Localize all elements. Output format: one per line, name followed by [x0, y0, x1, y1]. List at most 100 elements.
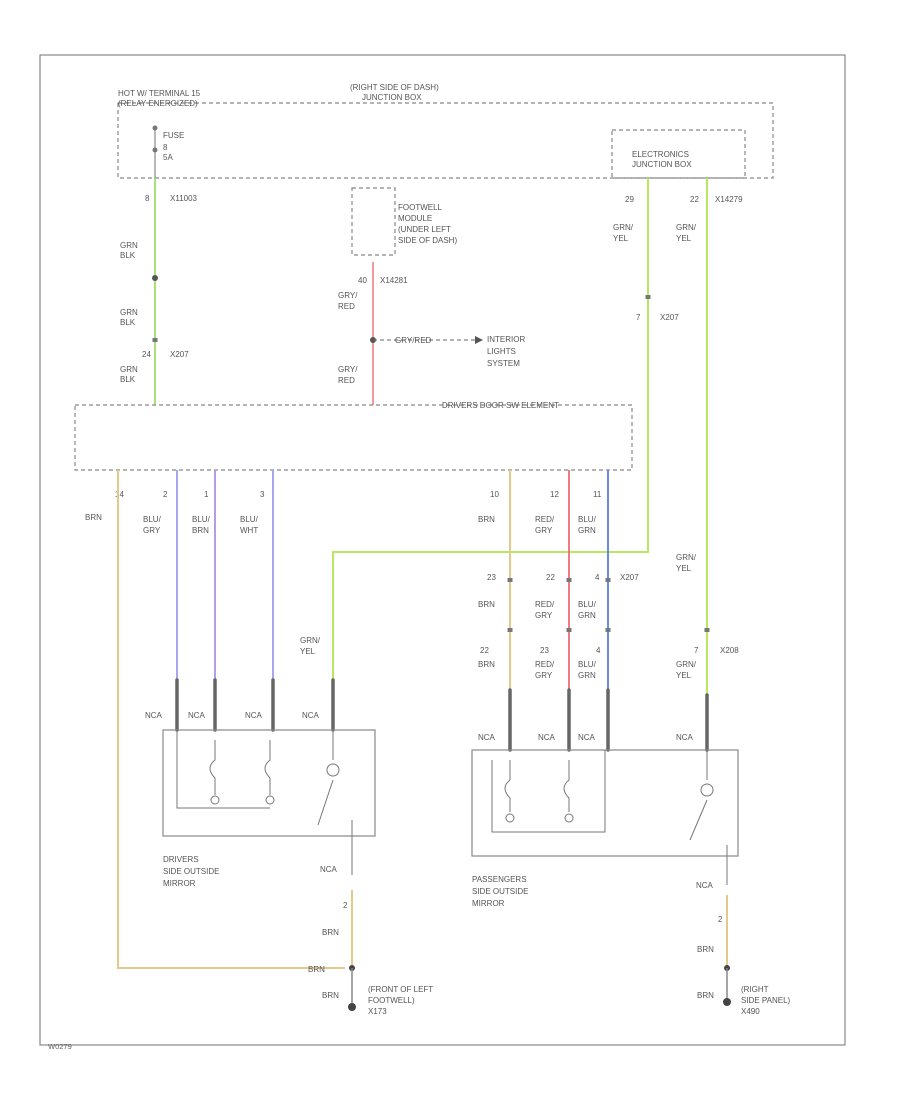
wire-blu-grn-label-1b: GRN: [578, 526, 596, 535]
splice-point: [152, 275, 158, 281]
wire-blu-wht-label-b: WHT: [240, 526, 258, 535]
wire-grn-yel-label-5b: YEL: [676, 671, 692, 680]
wire-grn-yel-label-4b: YEL: [676, 564, 692, 573]
wire-blu-grn-label-2a: BLU/: [578, 600, 597, 609]
wire-grn-yel-label-4a: GRN/: [676, 553, 697, 562]
elec-pin-b: 22: [690, 195, 699, 204]
pin-14: 14: [115, 490, 124, 499]
pin-11: 11: [593, 490, 602, 499]
nca-d5: NCA: [320, 865, 338, 874]
pin-23-lower: 23: [540, 646, 549, 655]
nca-d1: NCA: [145, 711, 163, 720]
wire-grn-yel-label-5a: GRN/: [676, 660, 697, 669]
wire-brn-label-p2: BRN: [478, 600, 495, 609]
x207-upper: X207: [660, 313, 679, 322]
wire-grn-blk-label-3a: GRN: [120, 365, 138, 374]
wire-grn-yel-label-2b: YEL: [676, 234, 692, 243]
x208-right: X208: [720, 646, 739, 655]
ground-left-3: X173: [368, 1007, 387, 1016]
passenger-ground-icon: [723, 998, 731, 1006]
interior-label-2: LIGHTS: [487, 347, 516, 356]
wire-red-gry-label-2a: RED/: [535, 600, 555, 609]
junction-label-2: JUNCTION BOX: [362, 93, 422, 102]
pin-12: 12: [550, 490, 559, 499]
fuse-terminal-top: [152, 125, 158, 131]
ground-right-3: X490: [741, 1007, 760, 1016]
wire-grn-yel-label-3b: YEL: [300, 647, 316, 656]
pin-7-lower: 7: [694, 646, 699, 655]
wire-grn-yel-label-1a: GRN/: [613, 223, 634, 232]
driver-nca-stubs: [175, 678, 335, 732]
junction-label-1: (RIGHT SIDE OF DASH): [350, 83, 439, 92]
wire-grn-blk-label-1a: GRN: [120, 241, 138, 250]
nca-d3: NCA: [245, 711, 263, 720]
nca-d2: NCA: [188, 711, 206, 720]
wire-grn-blk-label-3b: BLK: [120, 375, 136, 384]
electronics-label-2: JUNCTION BOX: [632, 160, 692, 169]
interior-label-1: INTERIOR: [487, 335, 525, 344]
footwell-module-box: [351, 187, 396, 256]
connector-ticks: [152, 295, 710, 632]
pin-4-upper: 4: [595, 573, 600, 582]
wire-brn-label-p1: BRN: [478, 515, 495, 524]
wire-blu-wht-label-a: BLU/: [240, 515, 259, 524]
pin-4-lower: 4: [596, 646, 601, 655]
footwell-pin: 40: [358, 276, 367, 285]
wire-gry-red-label-1b: RED: [338, 302, 355, 311]
wire-gry-red-label-2b: RED: [338, 376, 355, 385]
fuse-label: FUSE: [163, 131, 184, 140]
wire-gry-red-label-1a: GRY/: [338, 291, 358, 300]
footwell-label-1: FOOTWELL: [398, 203, 443, 212]
wire-brn-label-p5: BRN: [697, 991, 714, 1000]
pin-22-upper: 22: [546, 573, 555, 582]
wire-brn-label-p3: BRN: [478, 660, 495, 669]
driver-mirror-label-1: DRIVERS: [163, 855, 199, 864]
wire-brn-label-d2: BRN: [322, 928, 339, 937]
driver-mirror-box: [162, 729, 376, 837]
wire-blu-grn-label-3b: GRN: [578, 671, 596, 680]
pin-24: 24: [142, 350, 151, 359]
x207-mid: X207: [620, 573, 639, 582]
nca-p5: NCA: [696, 881, 714, 890]
wire-grn-blk-label-1b: BLK: [120, 251, 136, 260]
ground-right-1: (RIGHT: [741, 985, 769, 994]
diagram-frame: [39, 54, 846, 1046]
wire-red-gry-label-3b: GRY: [535, 671, 553, 680]
electronics-box: [611, 129, 746, 179]
pin-2-passenger: 2: [718, 915, 723, 924]
wire-blu-brn-label-a: BLU/: [192, 515, 211, 524]
interior-arrow: [475, 336, 483, 344]
elec-connector: X14279: [715, 195, 743, 204]
wire-grn-blk-label-2a: GRN: [120, 308, 138, 317]
footwell-connector: X14281: [380, 276, 408, 285]
footwell-label-4: SIDE OF DASH): [398, 236, 457, 245]
passenger-motor-symbols: [491, 750, 728, 885]
pin-22-lower: 22: [480, 646, 489, 655]
interior-label-3: SYSTEM: [487, 359, 520, 368]
passenger-nca-stubs: [508, 688, 709, 752]
wire-brn-label-p4: BRN: [697, 945, 714, 954]
x207-left: X207: [170, 350, 189, 359]
wire-red-gry-label-3a: RED/: [535, 660, 555, 669]
pin-7-upper: 7: [636, 313, 641, 322]
pin-2-driver: 2: [343, 901, 348, 910]
wire-grn-blk-label-2b: BLK: [120, 318, 136, 327]
drivers-switch-label: DRIVERS DOOR SW ELEMENT: [442, 401, 559, 410]
wire-gry-red-label-2a: GRY/: [338, 365, 358, 374]
ground-left-1: (FRONT OF LEFT: [368, 985, 433, 994]
wire-blu-gry-label-b: GRY: [143, 526, 161, 535]
junction-box: [117, 102, 774, 179]
fuse-rating: 5A: [163, 153, 173, 162]
wire-red-gry-label-1b: GRY: [535, 526, 553, 535]
pin-1: 1: [204, 490, 209, 499]
driver-motor-symbols: [176, 730, 353, 875]
wire-blu-grn-label-1a: BLU/: [578, 515, 597, 524]
passenger-mirror-label-2: SIDE OUTSIDE: [472, 887, 528, 896]
wire-brn-label-driver: BRN: [85, 513, 102, 522]
power-connector: X11003: [170, 194, 198, 203]
wire-grn-yel-label-1b: YEL: [613, 234, 629, 243]
wire-grn-yel-driver: [332, 178, 649, 720]
nca-d4: NCA: [302, 711, 320, 720]
nca-p4: NCA: [676, 733, 694, 742]
